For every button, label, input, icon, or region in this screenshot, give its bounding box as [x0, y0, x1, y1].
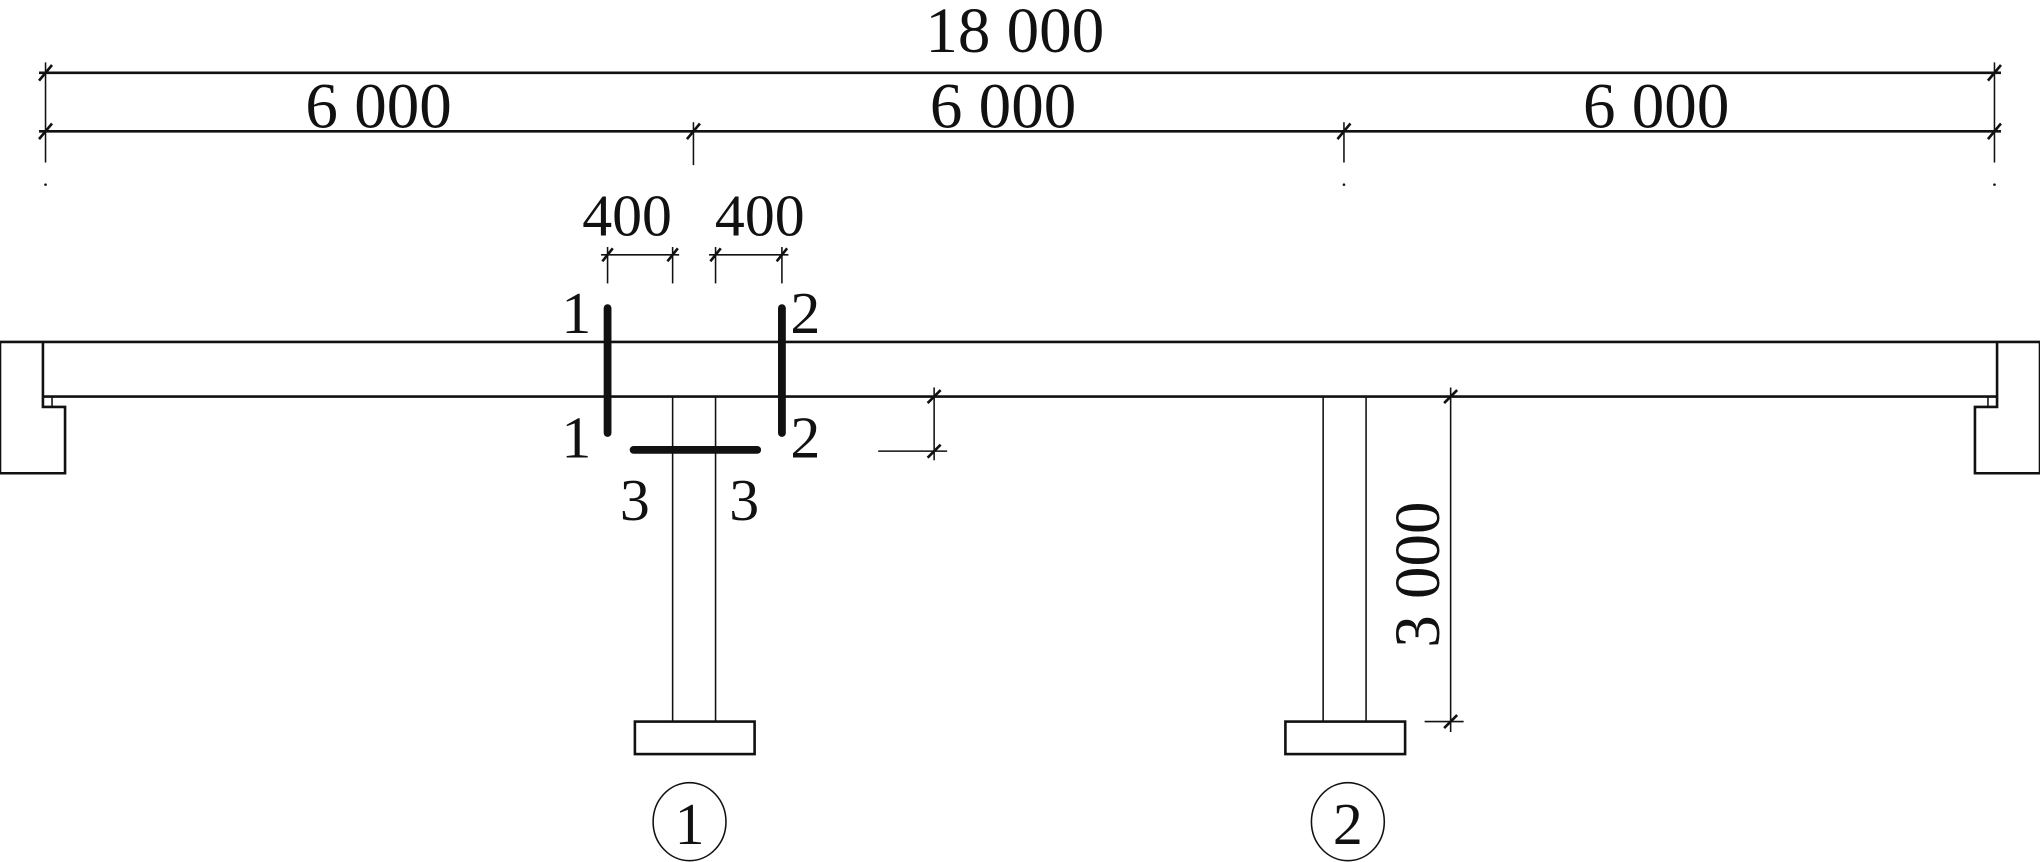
offset-left-label: 400: [582, 182, 672, 248]
section-cuts: 1 1 2 2 3 3: [561, 280, 820, 533]
section-2-top-label: 2: [790, 280, 820, 346]
span-3-label: 6 000: [1583, 70, 1729, 142]
footing-1: [633, 720, 756, 756]
offset-dimensions: 400 400: [582, 182, 805, 284]
axis-2-label: 2: [1333, 791, 1363, 857]
column-height-dimension: 3 000: [1382, 387, 1464, 732]
axis-marker-1: 1: [652, 781, 727, 862]
span-dimensions: 6 000 6 000 6 000: [38, 70, 2002, 186]
overall-dimension: 18 000: [38, 0, 2002, 163]
left-support: [0, 341, 67, 475]
section-3-right-label: 3: [729, 467, 759, 533]
section-3-left-label: 3: [620, 467, 650, 533]
right-support: [1973, 341, 2040, 475]
section-2-bottom-label: 2: [790, 405, 820, 471]
axis-1-label: 1: [675, 791, 705, 857]
section-3-offset-dimension: [878, 387, 948, 461]
column-2: [1284, 396, 1407, 756]
offset-right-label: 400: [715, 182, 805, 248]
span-1-label: 6 000: [305, 70, 451, 142]
section-1-bottom-label: 1: [561, 405, 591, 471]
beam: [0, 340, 2040, 398]
overall-dimension-label: 18 000: [925, 0, 1104, 67]
span-2-label: 6 000: [930, 70, 1076, 142]
section-1-top-label: 1: [561, 280, 591, 346]
footing-2: [1284, 720, 1407, 756]
axis-marker-2: 2: [1310, 781, 1386, 862]
column-height-label: 3 000: [1382, 502, 1454, 648]
